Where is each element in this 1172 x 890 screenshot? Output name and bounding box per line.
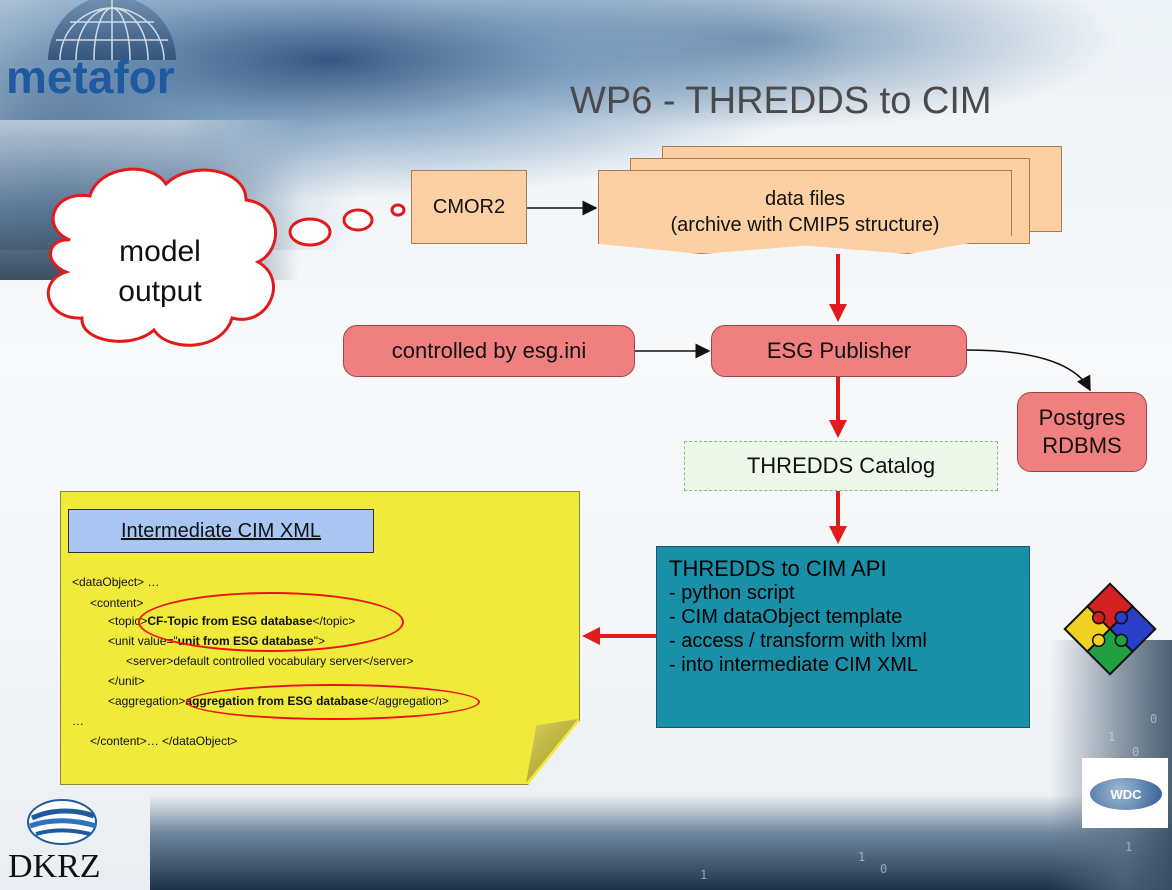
xml-text: <server>default controlled vocabulary se…	[126, 654, 414, 668]
xml-line: …	[72, 714, 84, 728]
xml-line: <dataObject> …	[72, 575, 159, 589]
cloud-line-1: model	[119, 235, 201, 268]
thought-bubble-large	[288, 217, 332, 247]
postgres-line-1: Postgres	[1038, 405, 1126, 430]
api-item: - access / transform with lxml	[669, 630, 927, 652]
background-bottom-band	[150, 795, 1172, 890]
xml-text: <topic>	[108, 614, 148, 628]
postgres-rdbms-box: Postgres RDBMS	[1017, 392, 1147, 472]
red-arrow-head-3	[829, 526, 847, 544]
xml-line: </content>… </dataObject>	[90, 734, 237, 748]
highlight-ellipse-aggregation	[186, 684, 480, 720]
wdc-climate-logo: WDC	[1090, 778, 1162, 810]
thought-bubble-small	[390, 203, 406, 217]
xml-text: <aggregation>	[108, 694, 186, 708]
cloud-line-2: output	[118, 275, 202, 308]
esg-publisher-box: ESG Publisher	[711, 325, 967, 377]
red-arrow-shaft-2	[836, 377, 840, 423]
red-arrow-head-1	[829, 304, 847, 322]
arrow-publisher-to-postgres	[966, 349, 1091, 392]
xml-line: <content>	[90, 596, 143, 610]
api-title: THREDDS to CIM API	[669, 556, 887, 581]
api-item: - CIM dataObject template	[669, 606, 903, 628]
thredds-catalog-box: THREDDS Catalog	[684, 441, 998, 491]
xml-text: …	[72, 714, 84, 728]
api-item: - python script	[669, 582, 795, 604]
red-arrow-shaft-3	[836, 491, 840, 529]
red-arrow-shaft-1	[836, 254, 840, 308]
thought-bubble-medium	[342, 208, 374, 232]
model-output-label: model output	[70, 232, 250, 312]
dkrz-logo-text: DKRZ	[8, 848, 101, 885]
metafor-logo-text: metafor	[6, 51, 175, 103]
highlight-ellipse-topic	[138, 592, 404, 652]
data-files-subtitle: (archive with CMIP5 structure)	[670, 214, 940, 236]
xml-text: <dataObject> …	[72, 575, 160, 589]
xml-line: <server>default controlled vocabulary se…	[126, 654, 413, 668]
red-arrow-head-2	[829, 420, 847, 438]
metafor-globe-icon	[48, 0, 176, 61]
cmor2-box: CMOR2	[411, 170, 527, 244]
esg-ini-box: controlled by esg.ini	[343, 325, 635, 377]
postgres-line-2: RDBMS	[1042, 433, 1122, 458]
xml-text: <content>	[90, 596, 144, 610]
api-item: - into intermediate CIM XML	[669, 654, 918, 676]
xml-text: </content>… </dataObject>	[90, 734, 238, 748]
xml-line: </unit>	[108, 674, 145, 688]
thredds-to-cim-api-box: THREDDS to CIM API - python script - CIM…	[656, 546, 1030, 728]
red-arrow-head-4	[582, 627, 600, 645]
note-title: Intermediate CIM XML	[68, 509, 374, 553]
data-files-title: data files	[764, 188, 846, 210]
red-arrow-shaft-4	[598, 634, 656, 638]
model-output-cloud-shape	[46, 167, 278, 347]
slide-title: WP6 - THREDDS to CIM	[570, 80, 992, 122]
dkrz-swirl-icon	[27, 799, 97, 845]
xml-text: </unit>	[108, 674, 145, 688]
